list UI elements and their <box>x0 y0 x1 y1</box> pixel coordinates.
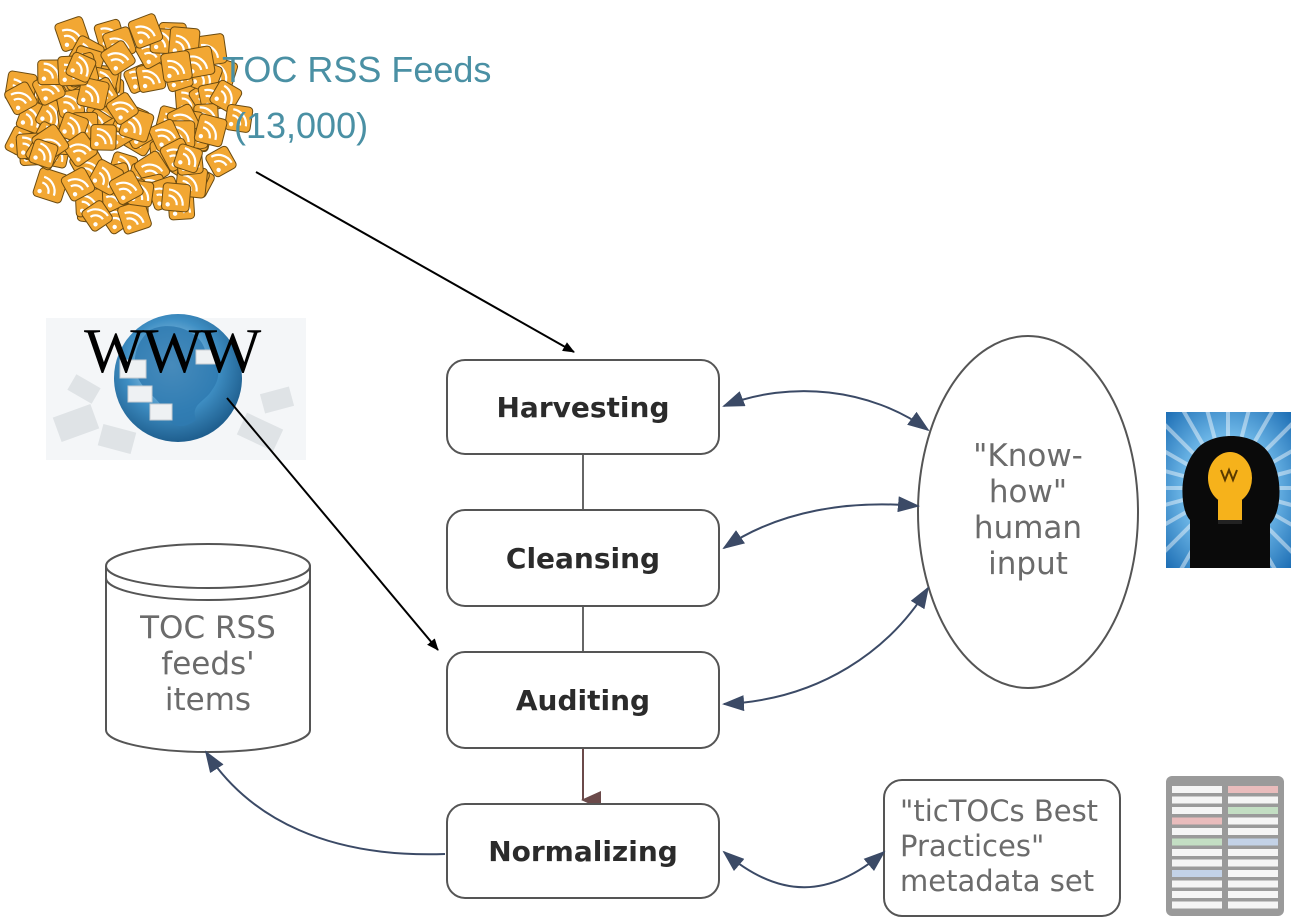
database-line: TOC RSS <box>140 610 276 646</box>
metadata-sheet-icon <box>1166 776 1284 916</box>
know-how-text: "Know- how" human input <box>938 438 1118 582</box>
feeds-title: TOC RSS Feeds <box>222 49 492 90</box>
harvesting-knowhow-arrow <box>722 390 930 432</box>
feeds-to-harvesting-arrow <box>255 171 575 353</box>
step-normalizing-label: Normalizing <box>488 834 678 868</box>
best-practices-line: Practices" <box>900 829 1045 863</box>
best-practices-box <box>883 779 1121 917</box>
feeds-count: (13,000) <box>234 105 369 146</box>
database-line: feeds' <box>161 646 255 682</box>
database-text: TOC RSS feeds' items <box>110 610 306 718</box>
know-how-line: input <box>988 546 1068 582</box>
harvesting-box <box>446 359 720 455</box>
step-auditing-label: Auditing <box>515 683 651 717</box>
best-practices-text: "ticTOCs Best Practices" metadata set <box>900 794 1114 899</box>
web-to-auditing-arrow <box>226 397 439 651</box>
cleansing-knowhow-arrow <box>722 496 920 550</box>
know-how-line: how" <box>988 474 1068 510</box>
know-how-line: "Know- <box>973 438 1083 474</box>
best-practices-line: "ticTOCs Best <box>900 794 1099 828</box>
normalizing-database-arrow <box>204 750 446 856</box>
lightbulb-head-icon <box>1118 378 1291 598</box>
rss-pile-icon <box>4 13 254 235</box>
cleansing-box <box>446 509 720 607</box>
auditing-knowhow-arrow <box>722 586 930 712</box>
globe-icon <box>46 314 306 460</box>
database-line: items <box>164 682 252 718</box>
normalizing-box <box>446 803 720 899</box>
auditing-box <box>446 651 720 749</box>
database-cylinder <box>105 543 311 753</box>
step-harvesting-label: Harvesting <box>496 390 670 424</box>
best-practices-line: metadata set <box>900 864 1095 898</box>
normalizing-bestpractices-arrow <box>722 850 886 889</box>
know-how-line: human <box>973 510 1083 546</box>
step-cleansing-label: Cleansing <box>505 541 661 575</box>
web-label: WWW <box>84 315 261 386</box>
